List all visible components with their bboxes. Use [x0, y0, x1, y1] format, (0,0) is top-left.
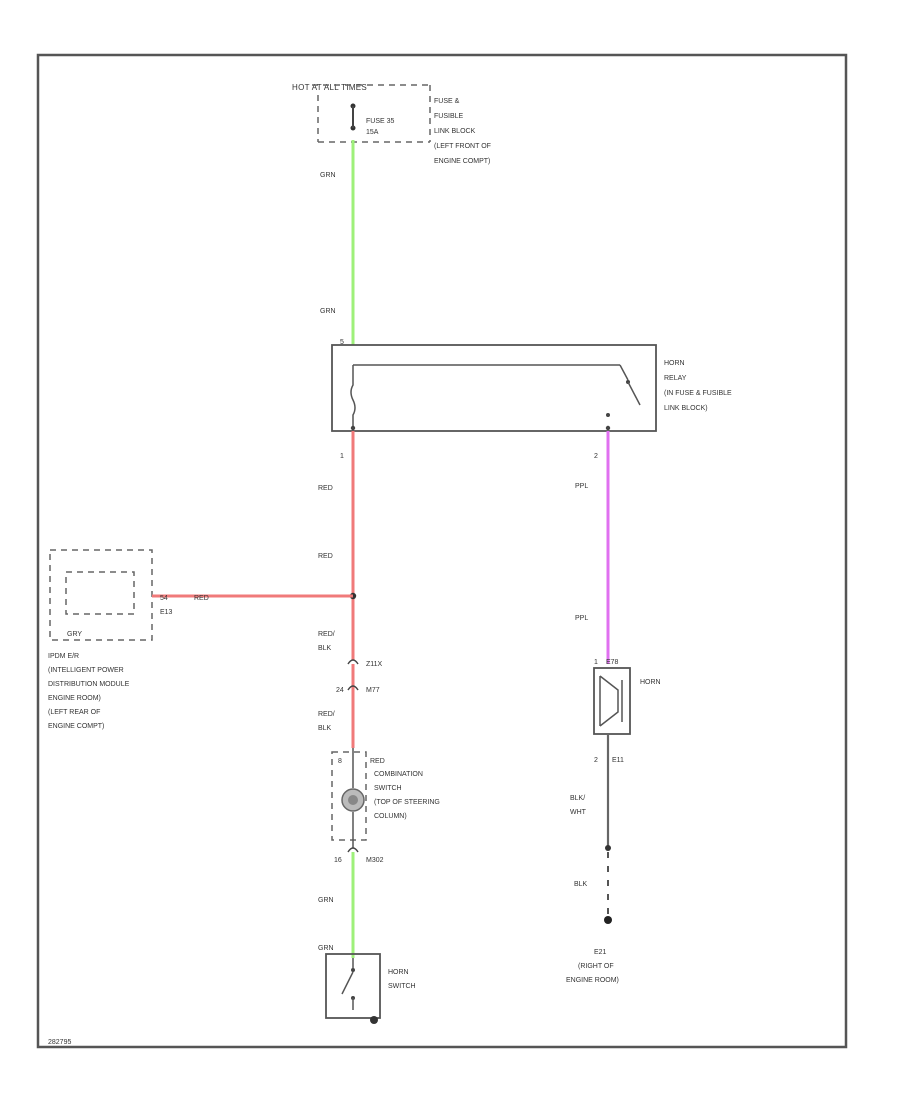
ipdm-label-0: IPDM E/R: [48, 653, 79, 660]
ipdm-label-2: DISTRIBUTION MODULE: [48, 681, 130, 688]
horn-switch-box: [325, 953, 381, 1019]
relay-top-pin: 5: [340, 339, 344, 346]
ground-label-0: E21: [594, 949, 607, 956]
comb-label-2: (TOP OF STEERING: [374, 799, 440, 806]
wire-label-grn-top2: GRN: [320, 308, 336, 315]
comb-label-1: SWITCH: [374, 785, 402, 792]
horn-relay-label-0: HORN: [664, 360, 685, 367]
relay-switch-blade: [619, 364, 629, 381]
connector-m77: [347, 685, 359, 691]
connector-m77-label: M77: [366, 687, 380, 694]
wire-label-red1: RED: [318, 485, 333, 492]
horn-relay-label-2: (IN FUSE & FUSIBLE: [664, 390, 732, 397]
ipdm-gray: GRY: [67, 631, 82, 638]
ipdm-label-3: ENGINE ROOM): [48, 695, 101, 702]
fuse-block-label-1: FUSIBLE: [434, 113, 464, 120]
ipdm-conn: E13: [160, 609, 173, 616]
horn-switch-arm: [341, 971, 354, 995]
wire-label-red-ipdm: RED: [194, 595, 209, 602]
connector-m302: [347, 847, 359, 853]
ground-label-1: (RIGHT OF: [578, 963, 614, 970]
ipdm-box-inner: [65, 571, 135, 615]
relay-coil-terminal: [350, 425, 356, 431]
combination-switch-box: [331, 751, 367, 841]
connector-z11x-label: Z11X: [366, 661, 383, 668]
ipdm-label-1: (INTELLIGENT POWER: [48, 667, 124, 674]
fuse-rating: 15A: [366, 129, 379, 136]
relay-coil: [350, 365, 356, 431]
horn-relay-label-3: LINK BLOCK): [664, 405, 708, 412]
wire-label-redblk2-a: RED/: [318, 711, 335, 718]
horn-relay-box: [331, 344, 657, 432]
horn-relay-label-1: RELAY: [664, 375, 687, 382]
ground-label-2: ENGINE ROOM): [566, 977, 619, 984]
wire-label-redblk1-b: BLK: [318, 645, 332, 652]
comb-bottom-conn: M302: [366, 857, 384, 864]
wire-label-ppl2: PPL: [575, 615, 588, 622]
comb-bottom-pin: 16: [334, 857, 342, 864]
connector-m77-pin: 24: [336, 687, 344, 694]
fuse-block-label-0: FUSE &: [434, 98, 460, 105]
ipdm-pin: 54: [160, 595, 168, 602]
relay-pin2: 2: [594, 453, 598, 460]
wire-label-grn-sw: GRN: [318, 945, 334, 952]
relay-contact-b: [606, 413, 610, 417]
wire-label-redblk2-b: BLK: [318, 725, 332, 732]
relay-contact-terminal: [605, 425, 611, 431]
horn-pin2: 2: [594, 757, 598, 764]
wire-label-blkwht-a: BLK/: [570, 795, 585, 802]
horn-conn1: E78: [606, 659, 619, 666]
diagram-id: 282795: [48, 1039, 71, 1046]
wire-label-redblk1-a: RED/: [318, 631, 335, 638]
ground-point: [604, 916, 612, 924]
horn-pin1: 1: [594, 659, 598, 666]
horn-box: [593, 667, 631, 735]
horn-conn2: E11: [612, 757, 624, 764]
ground-splice-top: [605, 845, 611, 851]
ipdm-label-5: ENGINE COMPT): [48, 723, 104, 730]
ipdm-box-outer: [49, 549, 153, 641]
ipdm-label-4: (LEFT REAR OF: [48, 709, 100, 716]
horn-label: HORN: [640, 679, 661, 686]
horn-icon: [599, 675, 619, 727]
comb-label-0: COMBINATION: [374, 771, 423, 778]
diagram-frame: [36, 53, 848, 1049]
horn-switch-ground: [370, 1016, 378, 1024]
wire-label-red-sw: RED: [370, 758, 385, 765]
wire-label-red2: RED: [318, 553, 333, 560]
fuse-block-label-2: LINK BLOCK: [434, 128, 476, 135]
power-source-label: HOT AT ALL TIMES: [292, 83, 367, 92]
comb-pin: 8: [338, 758, 342, 765]
comb-label-3: COLUMN): [374, 813, 407, 820]
fuse-name: FUSE 35: [366, 118, 395, 125]
horn-switch-contact-a: [351, 968, 355, 972]
wire-label-grn-bottom: GRN: [318, 897, 334, 904]
wire-label-blk: BLK: [574, 881, 588, 888]
fuse-block-label-3: (LEFT FRONT OF: [434, 143, 491, 150]
horn-switch-label-0: HORN: [388, 969, 409, 976]
connector-z11x: [347, 659, 359, 665]
wire-label-ppl1: PPL: [575, 483, 588, 490]
wire-label-grn-top1: GRN: [320, 172, 336, 179]
relay-switch-arm: [627, 381, 641, 406]
wire-label-blkwht-b: WHT: [570, 809, 587, 816]
clock-spring-core: [348, 795, 358, 805]
horn-switch-label-1: SWITCH: [388, 983, 416, 990]
fuse-block-label-4: ENGINE COMPT): [434, 158, 490, 165]
relay-pin1: 1: [340, 453, 344, 460]
